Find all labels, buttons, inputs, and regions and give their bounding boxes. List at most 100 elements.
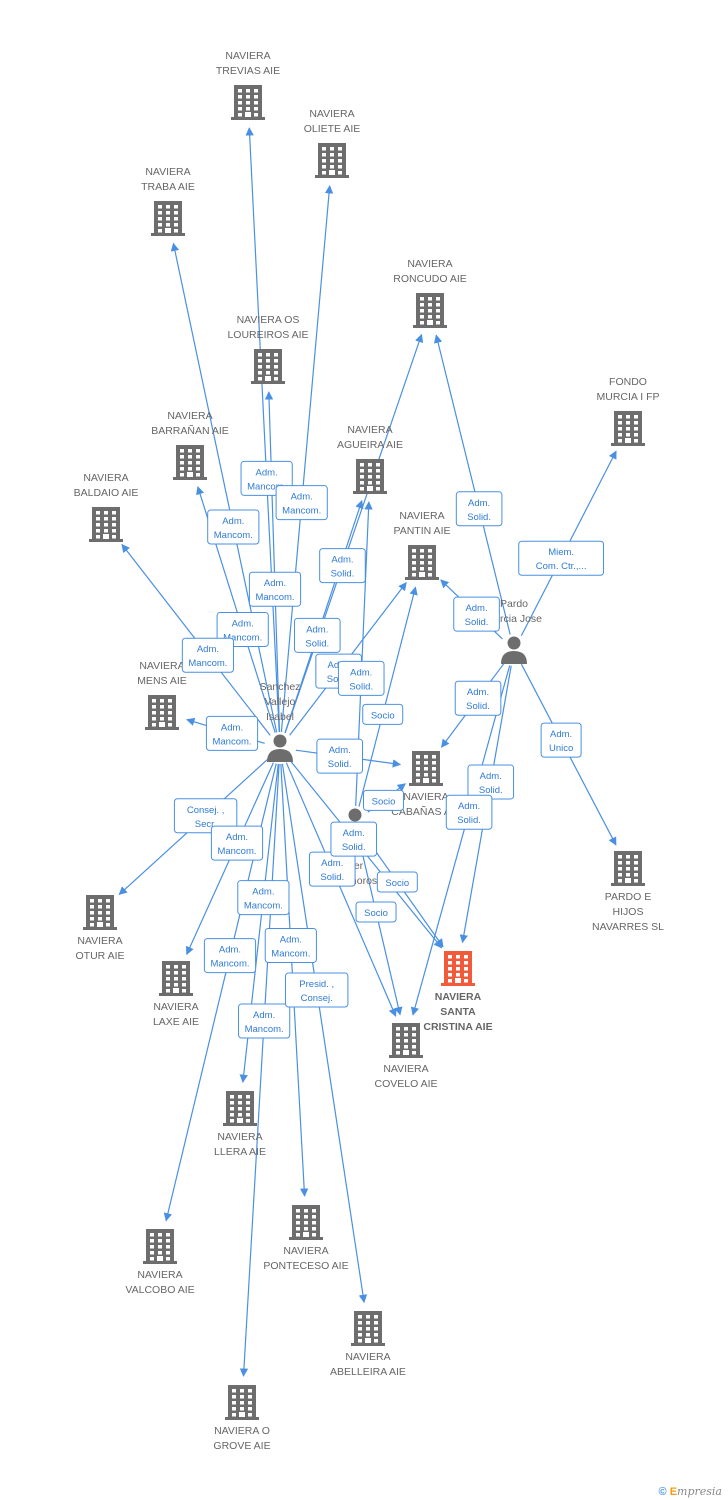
edge-label-text: Solid. bbox=[467, 512, 491, 523]
building-icon[interactable] bbox=[145, 695, 179, 730]
building-icon[interactable] bbox=[611, 851, 645, 886]
edge-label-text: Solid. bbox=[466, 701, 490, 712]
edge-label-text: Adm. bbox=[468, 498, 490, 509]
person-icon[interactable] bbox=[501, 636, 527, 665]
edge-label[interactable]: Presid. ,Consej. bbox=[285, 972, 349, 1008]
building-icon[interactable] bbox=[405, 545, 439, 580]
building-icon[interactable] bbox=[413, 293, 447, 328]
building-icon[interactable] bbox=[143, 1229, 177, 1264]
edge-label[interactable]: Socio bbox=[363, 789, 405, 811]
edge-label-text: Adm. bbox=[232, 618, 254, 629]
edge-label[interactable]: Adm.Mancom. bbox=[205, 715, 259, 751]
edge-label[interactable]: Adm.Mancom. bbox=[203, 938, 257, 974]
building-icon[interactable] bbox=[441, 951, 475, 986]
edge-label-text: Solid. bbox=[457, 815, 481, 826]
building-icon[interactable] bbox=[173, 445, 207, 480]
edge-label[interactable]: Consej. ,Secr. bbox=[173, 798, 238, 834]
node-label-agueira: NAVIERA bbox=[347, 424, 392, 436]
edge-label[interactable]: Adm.Mancom. bbox=[237, 880, 290, 916]
building-icon[interactable] bbox=[289, 1205, 323, 1240]
edge-label[interactable]: Adm.Mancom. bbox=[207, 509, 260, 545]
edge-sanchez-traba bbox=[170, 242, 278, 733]
building-icon[interactable] bbox=[159, 961, 193, 996]
edge-label[interactable]: Adm.Solid. bbox=[467, 764, 515, 800]
edge-label[interactable]: Adm.Solid. bbox=[453, 596, 500, 632]
building-icon[interactable] bbox=[231, 85, 265, 120]
building-icon[interactable] bbox=[225, 1385, 259, 1420]
edge-label[interactable]: Adm.Solid. bbox=[316, 738, 363, 774]
edge-label[interactable]: Adm.Solid. bbox=[319, 548, 366, 584]
edge-label-text: Solid. bbox=[342, 842, 366, 853]
edge-label-text: Socio bbox=[372, 796, 396, 807]
edge-label[interactable]: Adm.Mancom. bbox=[248, 571, 302, 607]
node-label-traba: NAVIERA bbox=[145, 166, 190, 178]
edge-label[interactable]: Adm.Mancom. bbox=[275, 485, 328, 521]
edge-label[interactable]: Adm.Unico bbox=[540, 722, 582, 758]
node-label-oliete: OLIETE AIE bbox=[304, 123, 361, 135]
edge-label[interactable]: Adm. Solid. bbox=[455, 491, 503, 527]
node-label-traba: TRABA AIE bbox=[141, 181, 195, 193]
edge-label-text: Adm. bbox=[253, 1010, 275, 1021]
edge-label-text: Adm. bbox=[458, 801, 480, 812]
node-label-fondo: MURCIA I FP bbox=[596, 391, 659, 403]
edge-label-text: Socio bbox=[385, 878, 409, 889]
edge-label-text: Adm. bbox=[291, 492, 313, 503]
edge-label[interactable]: Miem.Com. Ctr.,... bbox=[518, 540, 605, 576]
person-icon[interactable] bbox=[267, 734, 293, 763]
building-icon[interactable] bbox=[409, 751, 443, 786]
edge-label-text: Mancom. bbox=[212, 736, 251, 747]
edge-label-text: Mancom. bbox=[244, 901, 283, 912]
building-icon[interactable] bbox=[353, 459, 387, 494]
edge-pardo2-covelo bbox=[358, 837, 403, 1016]
node-label-pardohijos: NAVARRES SL bbox=[592, 921, 664, 933]
footer-credit: © Empresia bbox=[659, 1485, 722, 1498]
edge-label[interactable]: Adm. Solid. bbox=[445, 794, 493, 830]
node-label-cabanas: CABAÑAS AIE bbox=[391, 805, 460, 818]
edge-label[interactable]: Adm.Solid. bbox=[330, 821, 378, 857]
node-label-laxe: LAXE AIE bbox=[153, 1016, 199, 1028]
building-icon[interactable] bbox=[83, 895, 117, 930]
building-icon[interactable] bbox=[389, 1023, 423, 1058]
building-icon[interactable] bbox=[351, 1311, 385, 1346]
edge-label-text: Solid. bbox=[349, 681, 373, 692]
building-icon[interactable] bbox=[611, 411, 645, 446]
edge-label[interactable]: Adm. Solid. bbox=[337, 660, 385, 696]
node-label-roncudo: NAVIERA bbox=[407, 258, 452, 270]
node-label-grove: NAVIERA O bbox=[214, 1425, 270, 1437]
node-label-llera: LLERA AIE bbox=[214, 1146, 266, 1158]
building-icon[interactable] bbox=[251, 349, 285, 384]
edge-label-text: Secr. bbox=[195, 819, 217, 830]
building-icon[interactable] bbox=[315, 143, 349, 178]
edge-label[interactable]: Adm.Solid. bbox=[308, 851, 356, 887]
edge-labels-layer: Adm.Mancom.Adm.Mancom.Adm.Mancom.Adm.Man… bbox=[173, 460, 605, 1039]
building-icon[interactable] bbox=[151, 201, 185, 236]
edge-label-text: Unico bbox=[549, 743, 573, 754]
edge-label-text: Adm. bbox=[321, 858, 343, 869]
node-label-trevias: NAVIERA bbox=[225, 50, 270, 62]
node-label-otur: NAVIERA bbox=[77, 935, 122, 947]
edge-label[interactable]: Adm.Mancom. bbox=[210, 825, 264, 861]
node-label-barranan: BARRAÑAN AIE bbox=[151, 424, 229, 437]
edge-label[interactable]: Socio bbox=[355, 901, 397, 923]
node-label-trevias: TREVIAS AIE bbox=[216, 65, 280, 77]
edge-label[interactable]: Socio bbox=[362, 703, 404, 725]
edge-label[interactable]: Adm.Mancom. bbox=[238, 1003, 291, 1039]
building-icon[interactable] bbox=[89, 507, 123, 542]
edge-label[interactable]: Socio bbox=[376, 871, 418, 893]
edge-label-text: Miem. bbox=[548, 547, 574, 558]
edge-label[interactable]: Adm.Solid. bbox=[454, 680, 502, 716]
edge-label[interactable]: Adm.Mancom. bbox=[181, 637, 235, 673]
edge-label-text: Socio bbox=[364, 908, 388, 919]
node-label-valcobo: NAVIERA bbox=[137, 1269, 182, 1281]
edge-label[interactable]: Adm.Solid. bbox=[293, 617, 341, 653]
edge-label-text: Solid. bbox=[479, 785, 503, 796]
edge-label[interactable]: Adm.Mancom. bbox=[264, 927, 317, 963]
node-label-loureiros: NAVIERA OS bbox=[237, 314, 300, 326]
edge-label-text: Adm. bbox=[280, 934, 302, 945]
node-label-pantin: PANTIN AIE bbox=[394, 525, 451, 537]
edge-label-text: Adm. bbox=[350, 667, 372, 678]
node-label-oliete: NAVIERA bbox=[309, 108, 354, 120]
node-label-laxe: NAVIERA bbox=[153, 1001, 198, 1013]
building-icon[interactable] bbox=[223, 1091, 257, 1126]
